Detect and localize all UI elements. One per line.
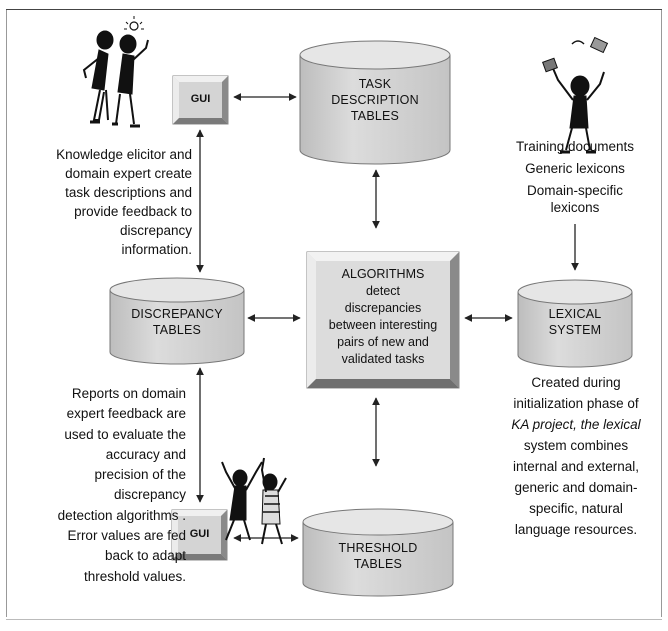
gui-bottom-box xyxy=(171,509,228,561)
algorithms-line6: validated tasks xyxy=(341,352,425,366)
bottom-right-line: initialization phase of xyxy=(513,396,639,411)
top-right-line: Domain-specific xyxy=(526,183,624,198)
algorithms-label: ALGORITHMS detect discrepancies between … xyxy=(316,266,450,368)
left-border xyxy=(6,10,7,617)
top-left-line: domain expert create xyxy=(65,166,192,181)
threshold-tables-line1: THRESHOLD xyxy=(338,541,418,555)
lexical-system-description: Created during initialization phase of K… xyxy=(490,372,662,540)
bottom-right-line: specific, natural xyxy=(529,501,623,516)
top-right-line: Generic lexicons xyxy=(525,161,625,176)
right-border xyxy=(661,10,662,617)
threshold-tables-line2: TABLES xyxy=(353,557,403,571)
threshold-tables-label: THRESHOLD TABLES xyxy=(303,540,453,572)
top-left-line: task descriptions and xyxy=(65,185,192,200)
gui-bottom-label: GUI xyxy=(189,528,210,540)
top-left-line: discrepancy xyxy=(119,223,192,238)
threshold-tables-cylinder xyxy=(302,508,454,597)
task-tables-line2: DESCRIPTION xyxy=(331,93,419,107)
top-left-line: Knowledge elicitor and xyxy=(56,147,192,162)
bottom-right-line: language resources. xyxy=(514,522,638,537)
discrepancy-tables-line2: TABLES xyxy=(152,323,202,337)
task-description-tables-cylinder xyxy=(299,40,451,165)
algorithms-line3: discrepancies xyxy=(344,301,422,315)
task-tables-line3: TABLES xyxy=(350,109,400,123)
top-left-line: information. xyxy=(121,242,192,257)
lexical-system-line2: SYSTEM xyxy=(548,323,602,337)
talking-people-illustration xyxy=(82,16,149,128)
bottom-right-line: KA project, the lexical xyxy=(511,417,641,432)
discrepancy-tables-line1: DISCREPANCY xyxy=(131,307,223,321)
bottom-left-line: expert feedback are xyxy=(66,406,186,422)
bottom-right-line: generic and domain- xyxy=(514,480,638,495)
gui-top-box xyxy=(172,75,229,125)
bottom-left-line: discrepancy xyxy=(113,487,186,503)
lexical-system-line1: LEXICAL xyxy=(548,307,602,321)
bottom-left-line: threshold values. xyxy=(83,568,186,584)
lexical-sources-list: Training documents Generic lexicons Doma… xyxy=(496,136,654,216)
top-right-line: lexicons xyxy=(550,200,600,215)
juggler-illustration xyxy=(542,36,609,154)
bottom-left-line: precision of the xyxy=(94,467,186,483)
bottom-left-line: Error values are fed xyxy=(67,528,186,544)
discrepancy-tables-cylinder xyxy=(109,277,245,365)
lexical-system-cylinder xyxy=(517,279,633,368)
task-tables-line1: TASK xyxy=(358,77,392,91)
reports-description: Reports on domain expert feedback are us… xyxy=(12,384,186,587)
gui-top-label: GUI xyxy=(190,93,211,105)
connector-arrows xyxy=(196,93,579,542)
knowledge-elicitor-description: Knowledge elicitor and domain expert cre… xyxy=(12,145,192,259)
bottom-border xyxy=(6,619,662,620)
algorithms-line5: pairs of new and xyxy=(337,335,429,349)
algorithms-line4: between interesting xyxy=(328,318,438,332)
celebrating-people-illustration xyxy=(221,457,287,545)
bottom-right-line: internal and external, xyxy=(512,459,640,474)
bottom-left-line: accuracy and xyxy=(105,446,186,462)
algorithms-line2: detect xyxy=(365,284,401,298)
top-left-line: provide feedback to xyxy=(74,204,192,219)
bottom-left-line: used to evaluate the xyxy=(64,426,186,442)
top-border xyxy=(6,9,662,10)
discrepancy-tables-label: DISCREPANCY TABLES xyxy=(110,306,244,338)
bottom-right-line: Created during xyxy=(531,375,621,390)
lexical-system-label: LEXICAL SYSTEM xyxy=(518,306,632,338)
bottom-left-line: back to adapt xyxy=(104,548,186,564)
bottom-right-line: system combines xyxy=(523,438,629,453)
bottom-left-line: Reports on domain xyxy=(71,386,186,401)
task-description-tables-label: TASK DESCRIPTION TABLES xyxy=(300,76,450,124)
bottom-left-line: detection algorithms . xyxy=(57,507,186,523)
algorithms-box xyxy=(306,251,460,389)
algorithms-line1: ALGORITHMS xyxy=(341,267,425,281)
top-right-line: Training documents xyxy=(515,139,635,154)
